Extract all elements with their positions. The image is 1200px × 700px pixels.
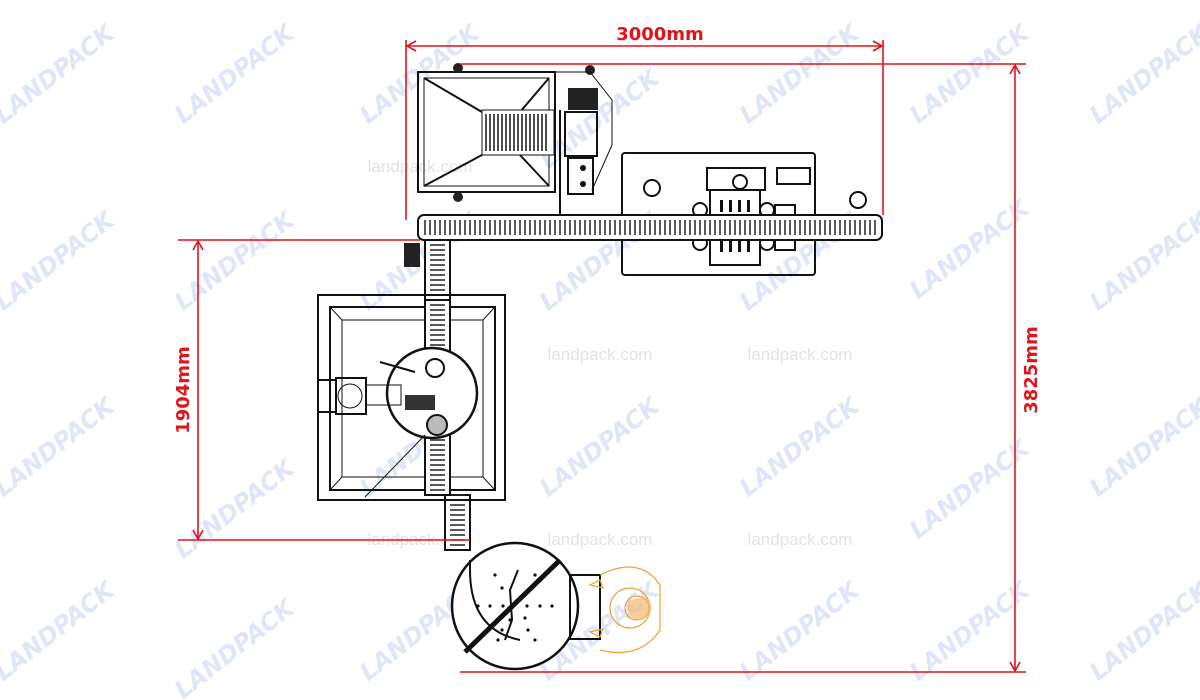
dimension-depth: 3825mm bbox=[460, 63, 1042, 673]
watermark-url: landpack.com bbox=[368, 157, 473, 176]
dimension-width: 3000mm bbox=[405, 24, 884, 220]
watermark-logo: LANDPACK bbox=[169, 453, 301, 565]
watermark-logo: LANDPACK bbox=[734, 18, 866, 130]
watermark-logo: LANDPACK bbox=[1084, 205, 1200, 317]
rotary-turntable bbox=[450, 541, 601, 671]
width-label: 3000mm bbox=[616, 24, 704, 45]
watermark-logo: LANDPACK bbox=[0, 391, 121, 503]
filling-machine bbox=[317, 294, 506, 501]
branch-label: 1904mm bbox=[173, 346, 194, 434]
watermark-url: landpack.com bbox=[548, 345, 653, 364]
watermark-logo: LANDPACK bbox=[354, 18, 486, 130]
watermark-logo: LANDPACK bbox=[1084, 391, 1200, 503]
watermark-url: landpack.com bbox=[548, 530, 653, 549]
hopper-feeder-machine bbox=[417, 63, 613, 238]
watermark-logo: LANDPACK bbox=[1084, 18, 1200, 130]
depth-label: 3825mm bbox=[1021, 326, 1042, 414]
watermark-logo: LANDPACK bbox=[1084, 575, 1200, 687]
watermark-logo: LANDPACK bbox=[0, 18, 121, 130]
operator-figure bbox=[588, 566, 661, 654]
watermark-url: landpack.com bbox=[748, 345, 853, 364]
watermark-logo: LANDPACK bbox=[169, 593, 301, 700]
watermark-logo: LANDPACK bbox=[904, 433, 1036, 545]
watermark-logo: LANDPACK bbox=[734, 575, 866, 687]
watermark-logo: LANDPACK bbox=[904, 193, 1036, 305]
dimension-branch: 1904mm bbox=[173, 239, 470, 541]
watermark-logo: LANDPACK bbox=[534, 391, 666, 503]
watermark-logo: LANDPACK bbox=[169, 18, 301, 130]
watermark-logo: LANDPACK bbox=[734, 391, 866, 503]
watermark-logo: LANDPACK bbox=[0, 205, 121, 317]
watermark-logo: LANDPACK bbox=[169, 205, 301, 317]
watermark-logo: LANDPACK bbox=[0, 575, 121, 687]
watermark-logo: LANDPACK bbox=[904, 18, 1036, 130]
watermark-url: landpack.com bbox=[748, 530, 853, 549]
horizontal-conveyor bbox=[417, 214, 883, 241]
